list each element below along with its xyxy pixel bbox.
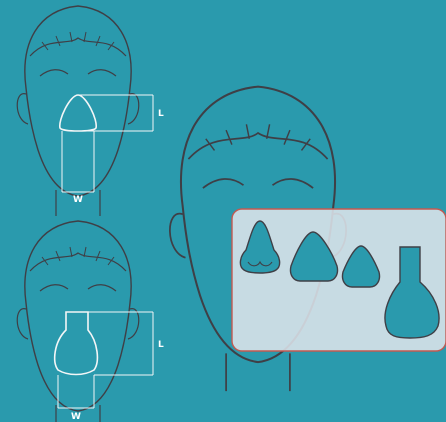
nasal-width-guides [62, 131, 94, 192]
nasal-width-label: W [73, 195, 83, 205]
full-face-mask-outline [55, 312, 98, 375]
nasal-length-label: L [158, 109, 164, 119]
nasal-length-guides [78, 95, 153, 131]
full-face-width-guides [58, 375, 94, 408]
full-face-width-label: W [71, 412, 81, 422]
full-face-length-label: L [158, 340, 164, 350]
head-figure-top [17, 6, 139, 216]
head-figure-bottom [17, 221, 139, 422]
nasal-mask-outline [60, 95, 96, 131]
full-face-length-guides [88, 312, 153, 375]
